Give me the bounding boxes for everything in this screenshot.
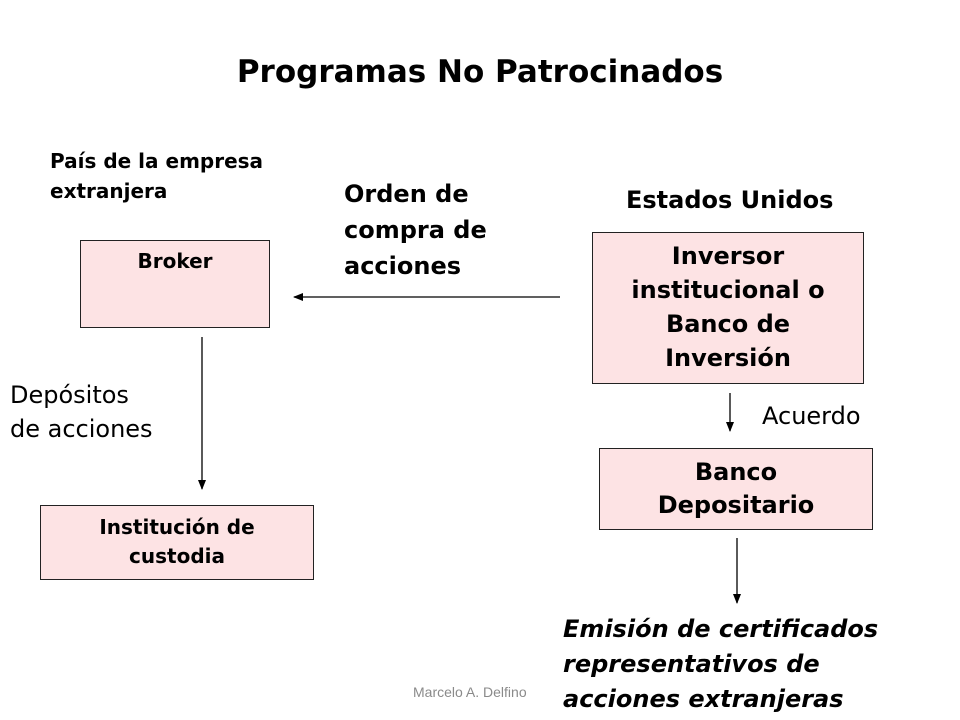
deposit-label: Depósitos de acciones: [10, 378, 153, 446]
right-region-label: Estados Unidos: [626, 186, 834, 214]
depositary-box-line2: Depositario: [657, 491, 815, 519]
issuance-line1: Emisión de certificados: [563, 615, 879, 643]
custody-box-line2: custodia: [129, 544, 225, 568]
depositary-box: Banco Depositario: [599, 448, 873, 530]
broker-box-label: Broker: [137, 249, 213, 273]
order-label: Orden de compra de acciones: [344, 176, 487, 284]
investor-box-line3: Banco de: [665, 310, 791, 338]
investor-box: Inversor institucional o Banco de Invers…: [592, 232, 864, 384]
investor-box-line4: Inversión: [665, 344, 791, 372]
issuance-line2: representativos de: [563, 650, 820, 678]
depositary-box-line1: Banco: [694, 458, 778, 486]
investor-box-line2: institucional o: [631, 276, 825, 304]
slide-title: Programas No Patrocinados: [236, 54, 724, 90]
left-region-label: País de la empresa extranjera: [50, 146, 263, 206]
footer-author: Marcelo A. Delfino: [413, 684, 527, 700]
custody-box: Institución de custodia: [40, 505, 314, 580]
order-label-line3: acciones: [344, 252, 462, 280]
left-region-label-line2: extranjera: [50, 179, 168, 203]
investor-box-line1: Inversor: [671, 242, 785, 270]
broker-box: Broker: [80, 240, 270, 328]
order-label-line2: compra de: [344, 216, 487, 244]
agreement-label: Acuerdo: [762, 402, 861, 430]
left-region-label-line1: País de la empresa: [50, 149, 264, 173]
deposit-label-line1: Depósitos: [10, 381, 129, 409]
issuance-line3: acciones extranjeras: [563, 685, 844, 713]
order-label-line1: Orden de: [344, 180, 469, 208]
deposit-label-line2: de acciones: [10, 415, 153, 443]
custody-box-line1: Institución de: [99, 515, 255, 539]
issuance-label: Emisión de certificados representativos …: [563, 612, 878, 717]
